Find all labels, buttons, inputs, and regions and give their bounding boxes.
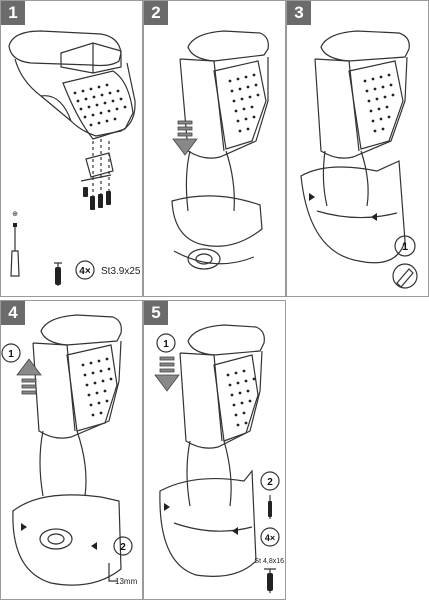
perforated-side-panel bbox=[348, 60, 404, 150]
console-column bbox=[186, 440, 232, 507]
step-5-illustration: 1 2 4× St 4,8x16 bbox=[154, 324, 284, 593]
armrest-body bbox=[179, 350, 263, 449]
step-1-panel: 1 bbox=[0, 0, 143, 297]
wrench-size-label: 13mm bbox=[115, 577, 138, 586]
pry-tool-icon bbox=[396, 268, 414, 288]
clip-arrow-left bbox=[164, 503, 170, 511]
armrest-lid bbox=[187, 30, 269, 62]
clip-arrow-bottom bbox=[232, 527, 238, 535]
callout-1-label: 1 bbox=[8, 349, 14, 360]
step-1-illustration: ⊕ 4× St3.9x25 bbox=[8, 30, 141, 286]
lift-up-arrow bbox=[16, 358, 42, 395]
arrow-head bbox=[154, 374, 180, 392]
clip-arrow-left bbox=[309, 193, 315, 201]
clip-arrow-bottom bbox=[91, 542, 97, 550]
clip-arrow-bottom bbox=[371, 213, 377, 221]
step-number-badge: 4 bbox=[1, 301, 25, 325]
callout-2-circle bbox=[260, 471, 280, 491]
callout-1-circle bbox=[156, 333, 176, 353]
quantity-circle bbox=[260, 527, 280, 547]
callout-1-label: 1 bbox=[163, 339, 169, 350]
armrest-lid bbox=[320, 30, 410, 62]
callout-2-label: 2 bbox=[267, 477, 273, 488]
quantity-label: 4× bbox=[265, 533, 275, 543]
step-2-illustration bbox=[171, 30, 269, 270]
step-4-panel: 4 1 2 13 bbox=[0, 300, 143, 600]
console-base bbox=[171, 195, 263, 247]
step-number-badge: 3 bbox=[287, 1, 311, 25]
screwdriver-tip-label: ⊕ bbox=[12, 211, 18, 218]
mounting-bracket bbox=[85, 152, 114, 178]
push-down-arrow bbox=[172, 120, 198, 156]
callout-1-circle bbox=[394, 235, 416, 257]
screwdriver bbox=[10, 226, 20, 277]
perforated-side-panel bbox=[213, 354, 259, 442]
armrest-body bbox=[32, 340, 122, 439]
step-number-badge: 2 bbox=[144, 1, 168, 25]
screw-spec-label: St3.9x25 bbox=[101, 266, 141, 277]
callout-2-label: 2 bbox=[120, 542, 126, 553]
cup-holder bbox=[39, 528, 73, 550]
step-3-panel: 3 1 bbox=[286, 0, 429, 297]
console-base bbox=[300, 160, 406, 264]
screw-spec-label: St 4,8x16 bbox=[254, 558, 284, 565]
armrest-body bbox=[314, 56, 408, 159]
console-column bbox=[39, 430, 87, 497]
step-3-illustration: 1 bbox=[300, 30, 418, 289]
push-down-arrow bbox=[154, 356, 180, 392]
quantity-label: 4× bbox=[79, 266, 91, 277]
storage-compartment bbox=[60, 42, 122, 74]
clip-arrow-left bbox=[21, 523, 27, 531]
step-number-badge: 1 bbox=[1, 1, 25, 25]
armrest-lid bbox=[40, 314, 122, 346]
perforated-side-panel bbox=[213, 60, 267, 150]
armrest-body bbox=[14, 58, 136, 137]
armrest-lid bbox=[8, 30, 122, 67]
wrench-icon bbox=[108, 563, 117, 582]
console-base bbox=[159, 469, 257, 577]
cup-holder bbox=[187, 248, 221, 270]
perforated-side-panel bbox=[62, 70, 134, 140]
console-base bbox=[12, 494, 122, 586]
console-column bbox=[185, 150, 235, 212]
console-column bbox=[322, 150, 369, 207]
step-number-badge: 5 bbox=[144, 301, 168, 325]
perforated-side-panel bbox=[66, 344, 118, 432]
step-4-illustration: 1 2 13mm bbox=[1, 314, 138, 586]
armrest-lid bbox=[187, 324, 265, 356]
tool-icon-circle bbox=[392, 263, 418, 289]
callout-1-circle bbox=[1, 343, 21, 363]
step-2-panel: 2 bbox=[143, 0, 286, 297]
step-5-panel: 5 bbox=[143, 300, 286, 600]
callout-1-label: 1 bbox=[402, 241, 408, 253]
callout-2-circle bbox=[113, 536, 133, 556]
